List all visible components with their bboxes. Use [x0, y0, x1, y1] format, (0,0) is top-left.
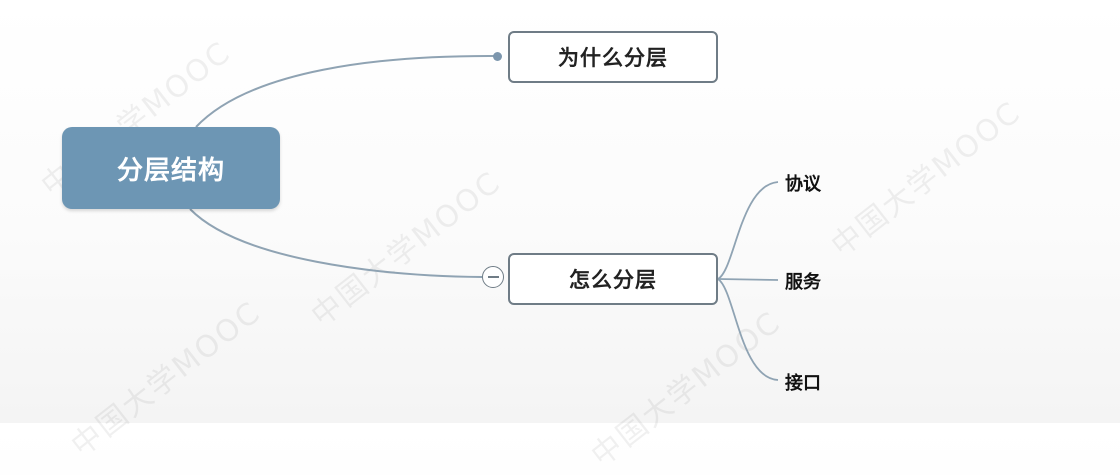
leaf-protocol[interactable]: 协议 [785, 174, 821, 195]
leaf-service[interactable]: 服务 [785, 272, 821, 293]
edge-root-why [195, 54, 501, 128]
edge-how-leaf1 [717, 181, 779, 280]
node-why-layer[interactable]: 为什么分层 [508, 31, 718, 83]
node-how-layer-label: 怎么分层 [569, 268, 657, 292]
collapse-minus-icon[interactable] [482, 266, 504, 288]
edge-how-leaf2 [717, 278, 779, 281]
edge-root-how [189, 208, 483, 278]
root-label: 分层结构 [116, 155, 225, 186]
root-node[interactable]: 分层结构 [62, 127, 280, 209]
connector-dot [493, 52, 502, 61]
connector-lines [189, 54, 779, 381]
node-why-layer-label: 为什么分层 [558, 46, 668, 70]
node-how-layer[interactable]: 怎么分层 [508, 253, 718, 305]
leaf-interface[interactable]: 接口 [785, 373, 821, 394]
edge-how-leaf3 [717, 278, 779, 381]
